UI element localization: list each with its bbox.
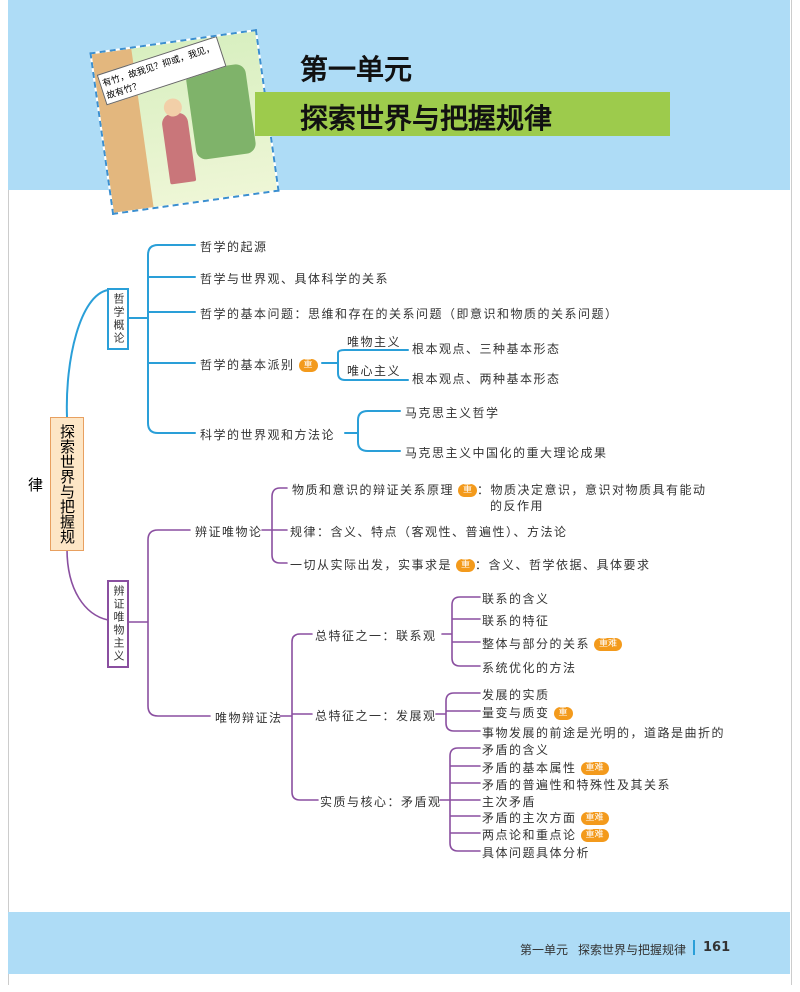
footer-title: 探索世界与把握规律	[578, 943, 687, 957]
node: 哲学的基本派别重	[200, 356, 318, 373]
node: 总特征之一：联系观	[315, 629, 437, 643]
node: 哲学与世界观、具体科学的关系	[200, 272, 390, 286]
node: 发展的实质	[482, 688, 550, 702]
key-hard-badge: 重难	[580, 762, 609, 775]
node: 科学的世界观和方法论	[200, 428, 336, 442]
chapter-title: 探索世界与把握规律	[300, 102, 553, 135]
key-hard-badge: 重难	[594, 638, 623, 651]
mindmap-root: 探索世界与把握规律	[26, 417, 84, 551]
node: 矛盾的基本属性重难	[482, 759, 609, 776]
node: 根本观点、三种基本形态	[412, 342, 561, 356]
unit-title: 第一单元	[300, 53, 413, 86]
node: 根本观点、两种基本形态	[412, 372, 561, 386]
node: 具体问题具体分析	[482, 846, 591, 860]
node: 哲学的基本问题：思维和存在的关系问题（即意识和物质的关系问题）	[200, 307, 619, 321]
node: 马克思主义哲学	[405, 406, 500, 420]
node: 系统优化的方法	[482, 661, 577, 675]
node: 事物发展的前途是光明的，道路是曲折的	[482, 726, 726, 740]
node: 一切从实际出发，实事求是重：含义、哲学依据、具体要求	[290, 558, 651, 572]
node: 两点论和重点论重难	[482, 826, 609, 843]
branch-dialectical-materialism: 辨证唯物主义	[107, 580, 129, 668]
branch-philosophy-overview: 哲学概论	[107, 288, 129, 350]
page-number: 161	[693, 940, 730, 955]
node: 物质和意识的辩证关系原理重：物质决定意识，意识对物质具有能动	[292, 483, 707, 497]
node: 的反作用	[490, 499, 545, 513]
footer-unit: 第一单元	[520, 943, 569, 957]
key-hard-badge: 重难	[580, 812, 609, 825]
node: 整体与部分的关系重难	[482, 635, 623, 652]
title-banner: 探索世界与把握规律	[255, 92, 670, 136]
key-badge: 重	[298, 359, 318, 372]
node: 辨证唯物论	[195, 525, 263, 539]
key-badge: 重	[456, 559, 476, 572]
node: 实质与核心：矛盾观	[320, 795, 442, 809]
key-badge: 重	[553, 707, 573, 720]
key-badge: 重	[458, 484, 478, 497]
node: 矛盾的含义	[482, 743, 550, 757]
footer-band	[8, 912, 790, 974]
node: 量变与质变重	[482, 704, 573, 721]
node: 唯心主义	[347, 364, 402, 378]
node: 主次矛盾	[482, 795, 537, 809]
node: 哲学的起源	[200, 240, 268, 254]
node: 矛盾的普遍性和特殊性及其关系	[482, 778, 672, 792]
node: 马克思主义中国化的重大理论成果	[405, 446, 608, 460]
node: 唯物辩证法	[215, 711, 283, 725]
node: 联系的含义	[482, 592, 550, 606]
node: 总特征之一：发展观	[315, 709, 437, 723]
node: 唯物主义	[347, 335, 402, 349]
key-hard-badge: 重难	[580, 829, 609, 842]
node: 联系的特征	[482, 614, 550, 628]
node: 规律：含义、特点（客观性、普遍性）、方法论	[290, 525, 568, 539]
node: 矛盾的主次方面重难	[482, 809, 609, 826]
